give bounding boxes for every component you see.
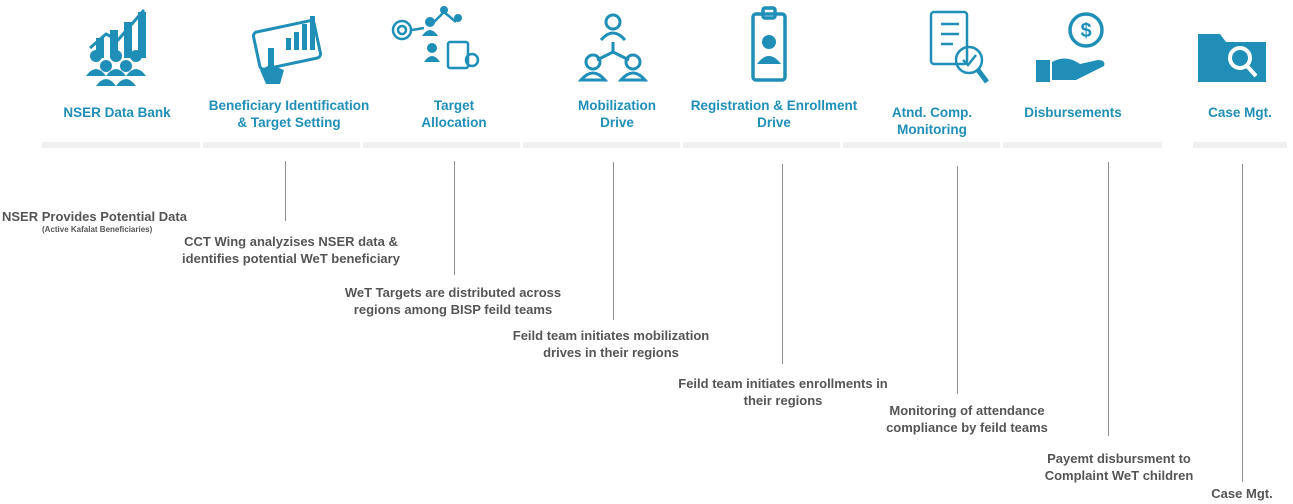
stage-title-case-mgt: Case Mgt.	[1208, 105, 1272, 120]
description-nser-data: NSER Provides Potential Data (Active Kaf…	[2, 191, 242, 252]
data-bank-people-chart-icon	[66, 4, 166, 90]
connector-line	[454, 161, 455, 275]
description-cct-wing: CCT Wing analyzises NSER data & identifi…	[182, 234, 400, 266]
connector-line	[613, 162, 614, 320]
connector-line	[285, 161, 286, 221]
description-disbursement: Payemt disbursment to Complaint WeT chil…	[1044, 451, 1194, 483]
checklist-magnifier-icon	[907, 4, 1007, 90]
connector-line	[782, 164, 783, 364]
target-network-icon	[386, 4, 486, 90]
svg-text:$: $	[1080, 20, 1091, 42]
description-case-mgt: Case Mgt.	[1211, 486, 1273, 501]
description-mobilization: Feild team initiates mobilization drives…	[512, 328, 710, 360]
connector-line	[957, 166, 958, 394]
folder-search-icon	[1182, 4, 1282, 90]
stage-divider-bar	[683, 142, 840, 148]
stage-divider-bar	[1193, 142, 1287, 148]
stage-title-beneficiary-identification: Beneficiary Identification & Target Sett…	[208, 98, 370, 130]
stage-title-attendance-monitoring: Atnd. Comp. Monitoring	[891, 105, 973, 137]
description-nser-sub: (Active Kafalat Beneficiaries)	[42, 225, 153, 234]
connector-line	[1242, 164, 1243, 482]
id-badge-icon	[719, 4, 819, 90]
stage-title-disbursements: Disbursements	[1024, 105, 1122, 120]
description-attendance: Monitoring of attendance compliance by f…	[886, 403, 1048, 435]
stage-divider-bar	[42, 142, 200, 148]
hand-coin-icon: $	[1022, 4, 1122, 90]
stage-divider-bar	[843, 142, 1000, 148]
description-nser-main: NSER Provides Potential Data	[2, 209, 187, 224]
stage-title-registration-enrollment: Registration & Enrollment Drive	[690, 98, 858, 130]
connector-line	[1108, 162, 1109, 436]
stage-divider-bar	[203, 142, 360, 148]
description-wet-targets: WeT Targets are distributed across regio…	[344, 285, 562, 317]
touch-screen-chart-icon	[238, 4, 338, 90]
stage-divider-bar	[523, 142, 680, 148]
stage-title-nser-data-bank: NSER Data Bank	[63, 105, 171, 120]
description-enrollment: Feild team initiates enrollments in thei…	[678, 376, 888, 408]
stage-divider-bar	[363, 142, 520, 148]
people-hierarchy-icon	[563, 4, 663, 90]
stage-divider-bar	[1003, 142, 1162, 148]
stage-title-target-allocation: Target Allocation	[421, 98, 487, 130]
stage-title-mobilization-drive: Mobilization Drive	[578, 98, 656, 130]
